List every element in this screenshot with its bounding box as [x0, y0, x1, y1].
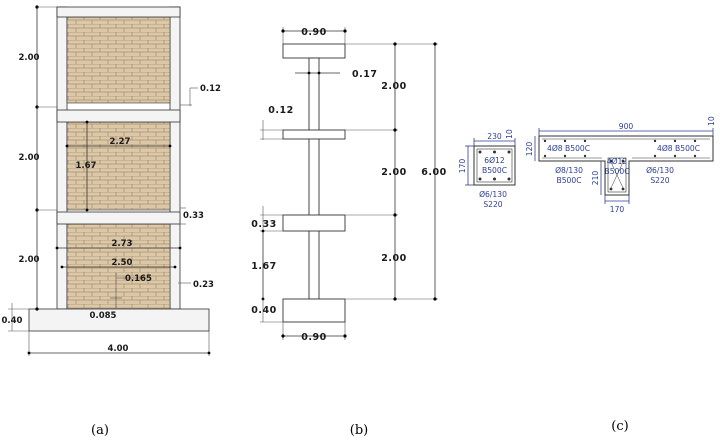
a-column-width: 0.33	[183, 211, 204, 221]
c-t-cover: 10	[707, 116, 716, 126]
c-col-width: 230	[487, 132, 502, 141]
panel-c: 6Ø12 B500C Ø6/130 S220 230 10 170	[458, 116, 716, 434]
c-col-bars: 6Ø12	[484, 156, 505, 165]
c-web-stirrup: Ø6/130	[646, 166, 674, 175]
foundation	[28, 308, 210, 332]
c-web-bars-grade: B500C	[604, 167, 629, 176]
a-opening-height: 1.67	[76, 161, 97, 171]
beam-stub-upper	[282, 129, 346, 140]
b-span-3: 2.00	[381, 253, 406, 264]
c-t-web-width: 170	[610, 205, 625, 214]
a-story-1-height: 2.00	[19, 255, 40, 265]
a-small-dim-1: 0.165	[125, 274, 152, 284]
a-story-2-height: 2.00	[19, 153, 40, 163]
a-base-depth: 0.40	[2, 316, 23, 326]
caption-c: (c)	[611, 419, 628, 434]
c-t-bars-left: 4Ø8 B500C	[547, 144, 590, 153]
web	[308, 57, 320, 300]
c-t-web-height: 210	[591, 171, 600, 186]
caption-b: (b)	[350, 423, 368, 438]
b-total-height: 6.00	[421, 167, 446, 178]
c-t-mesh-grade: B500C	[556, 176, 581, 185]
right-column	[169, 6, 181, 310]
a-beam-depth: 0.12	[200, 84, 221, 94]
infill-story-3	[66, 16, 171, 104]
infill-story-1	[66, 223, 171, 310]
c-t-width: 900	[619, 122, 634, 131]
b-top-flange: 0.90	[301, 27, 326, 38]
panel-a: 2.00 2.00 2.00 0.12 2.27 1.67 0.33 2.73 …	[2, 5, 221, 438]
a-small-dim-2: 0.23	[193, 280, 214, 290]
c-web-stirrup-grade: S220	[650, 176, 669, 185]
c-col-stirrup: Ø6/130	[479, 190, 507, 199]
b-span-1: 2.00	[381, 81, 406, 92]
c-t-flange-height: 120	[525, 142, 534, 157]
c-col-height: 170	[458, 159, 467, 174]
left-column	[56, 6, 68, 310]
beam-level-1	[56, 211, 181, 225]
bottom-flange	[282, 298, 346, 323]
caption-a: (a)	[91, 423, 109, 438]
top-flange	[282, 43, 346, 59]
b-bottom-flange: 0.90	[301, 332, 326, 343]
panel-b: 0.90 0.17 0.12 0.33 1.67 0.40 2	[251, 27, 446, 438]
c-web-bars: 4Ø12	[607, 157, 628, 166]
beam-stub-lower	[282, 214, 346, 232]
b-base-depth: 0.40	[251, 305, 276, 316]
infill-story-2	[66, 121, 171, 211]
a-story-3-height: 2.00	[19, 53, 40, 63]
b-lower-height: 1.67	[251, 261, 276, 272]
c-col-stirrup-grade: S220	[483, 200, 502, 209]
c-t-bars-right: 4Ø8 B500C	[657, 144, 700, 153]
a-small-dim-3: 0.085	[90, 311, 117, 321]
b-beam-depth-2: 0.33	[251, 219, 276, 230]
c-col-cover: 10	[505, 129, 514, 139]
b-web-offset: 0.17	[352, 69, 377, 80]
b-beam-depth: 0.12	[268, 105, 293, 116]
top-beam	[56, 6, 181, 18]
beam-level-2	[56, 109, 181, 123]
c-t-mesh: Ø8/130	[555, 166, 583, 175]
b-span-2: 2.00	[381, 167, 406, 178]
a-base-width: 4.00	[108, 344, 129, 354]
c-col-bars-grade: B500C	[482, 166, 507, 175]
a-inner-width-3: 2.50	[112, 258, 133, 268]
a-inner-width-1: 2.27	[110, 137, 131, 147]
a-inner-width-2: 2.73	[112, 239, 133, 249]
